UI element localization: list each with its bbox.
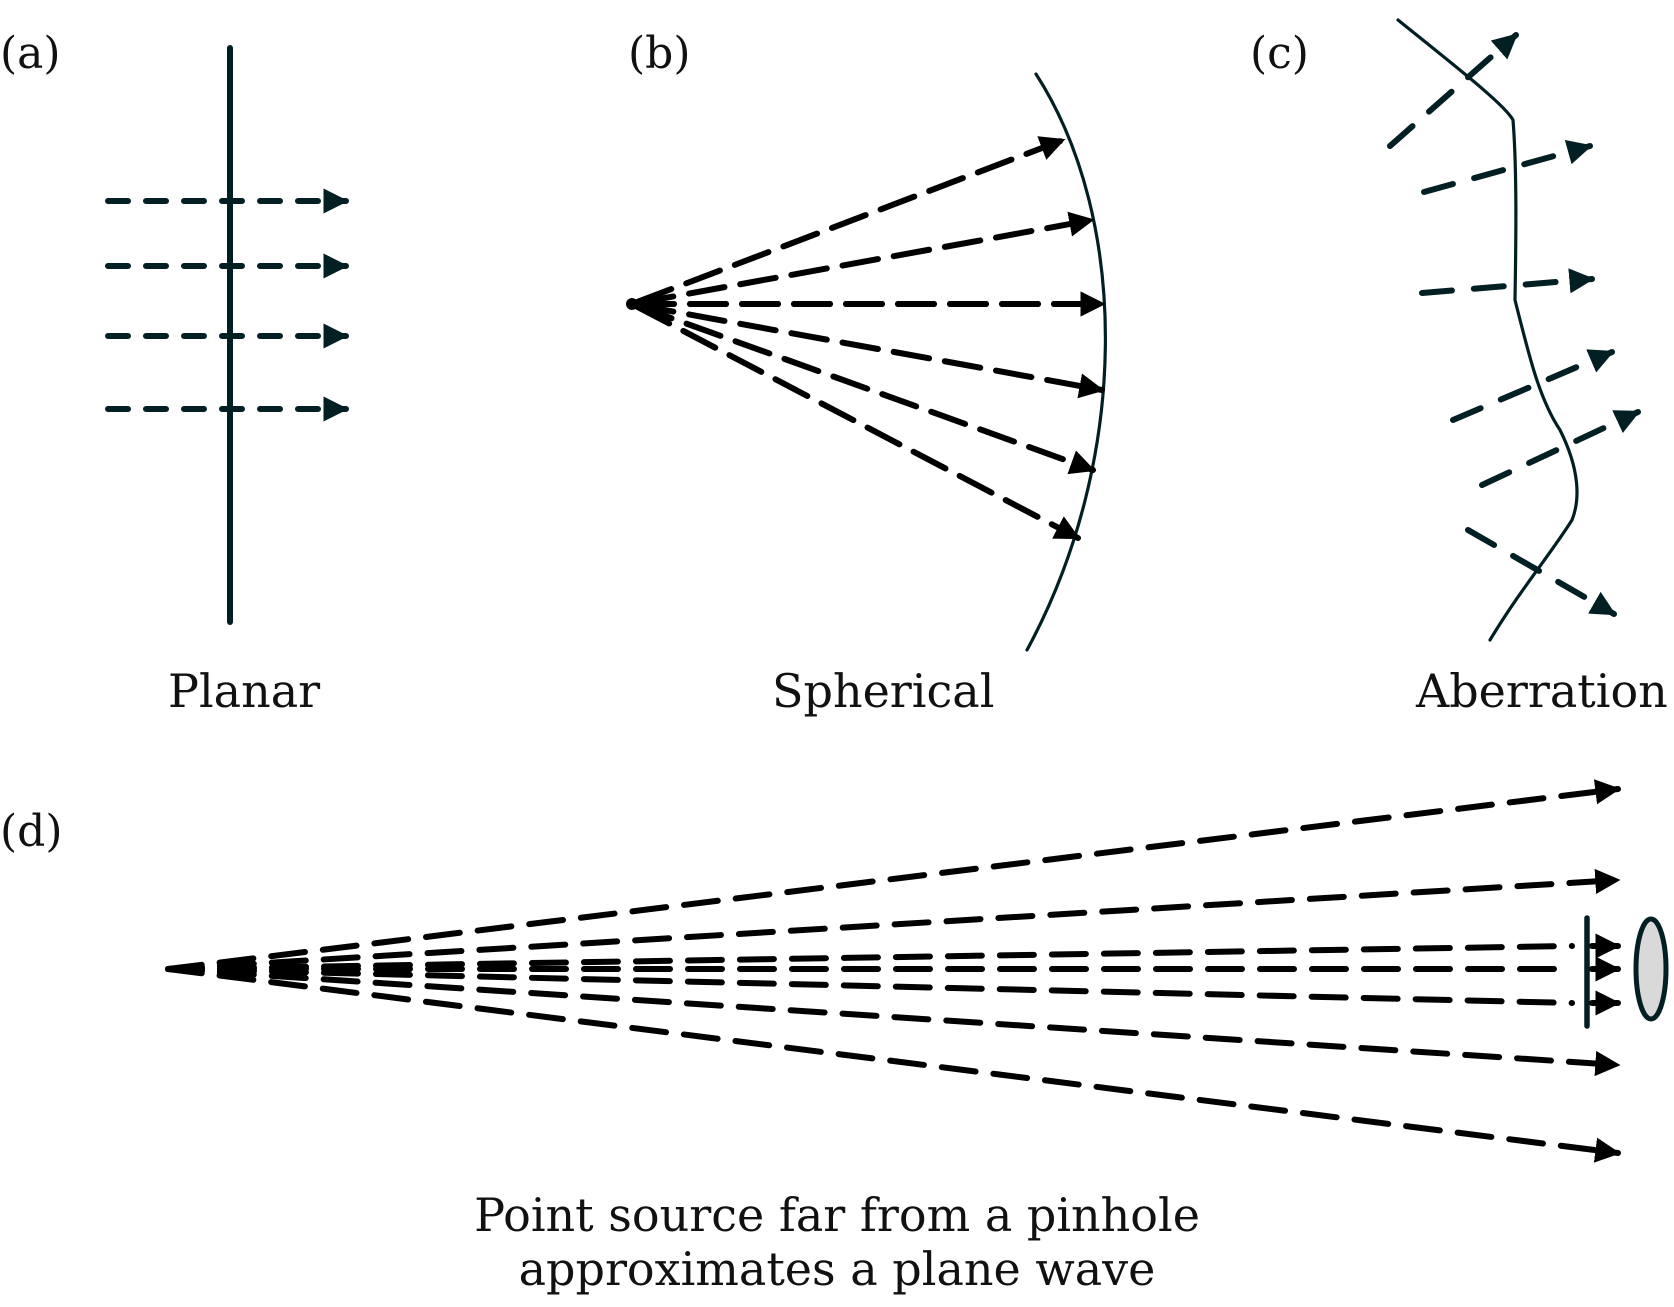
aberration-caption: Aberration (1416, 664, 1668, 718)
aberration-ray (1387, 32, 1519, 149)
spherical-ray (634, 211, 1095, 306)
panel-a-tag: (a) (0, 28, 61, 79)
panel-a (105, 45, 349, 625)
outer-ray (165, 868, 1621, 972)
outer-ray (165, 966, 1621, 1077)
aberration-rays (1387, 32, 1641, 617)
lens-icon (1633, 916, 1669, 1022)
spherical-ray (634, 136, 1066, 305)
spherical-wavefront (1025, 72, 1107, 652)
panel-d (165, 779, 1669, 1163)
panel-d-tag: (d) (0, 806, 63, 857)
outer-ray (165, 779, 1621, 972)
panel-d-caption: Point source far from a pinhole approxim… (0, 1188, 1674, 1296)
aberration-ray (1421, 139, 1593, 195)
aberration-ray (1419, 268, 1595, 296)
pinhole-ray (165, 966, 1575, 1006)
panel-c-tag: (c) (1250, 28, 1309, 79)
spherical-caption: Spherical (772, 664, 995, 718)
pinhole-ray (165, 943, 1575, 972)
panel-b (626, 72, 1107, 652)
panel-b-tag: (b) (628, 28, 691, 79)
aberration-ray (1465, 527, 1617, 617)
aberrated-wavefront (1396, 18, 1579, 642)
aberration-ray (1450, 349, 1615, 423)
caption-line-1: Point source far from a pinhole (474, 1188, 1200, 1242)
planar-caption: Planar (168, 664, 321, 718)
aberration-ray (1479, 409, 1641, 488)
spherical-ray (634, 303, 1081, 541)
outer-ray (165, 966, 1621, 1163)
caption-line-2: approximates a plane wave (518, 1242, 1156, 1296)
point-source-icon (626, 298, 638, 310)
panel-c (1387, 18, 1641, 642)
spherical-rays (626, 136, 1106, 541)
point-source-rays (165, 779, 1621, 1163)
spherical-ray (634, 303, 1096, 475)
planar-rays (105, 188, 349, 422)
spherical-ray (634, 302, 1105, 399)
